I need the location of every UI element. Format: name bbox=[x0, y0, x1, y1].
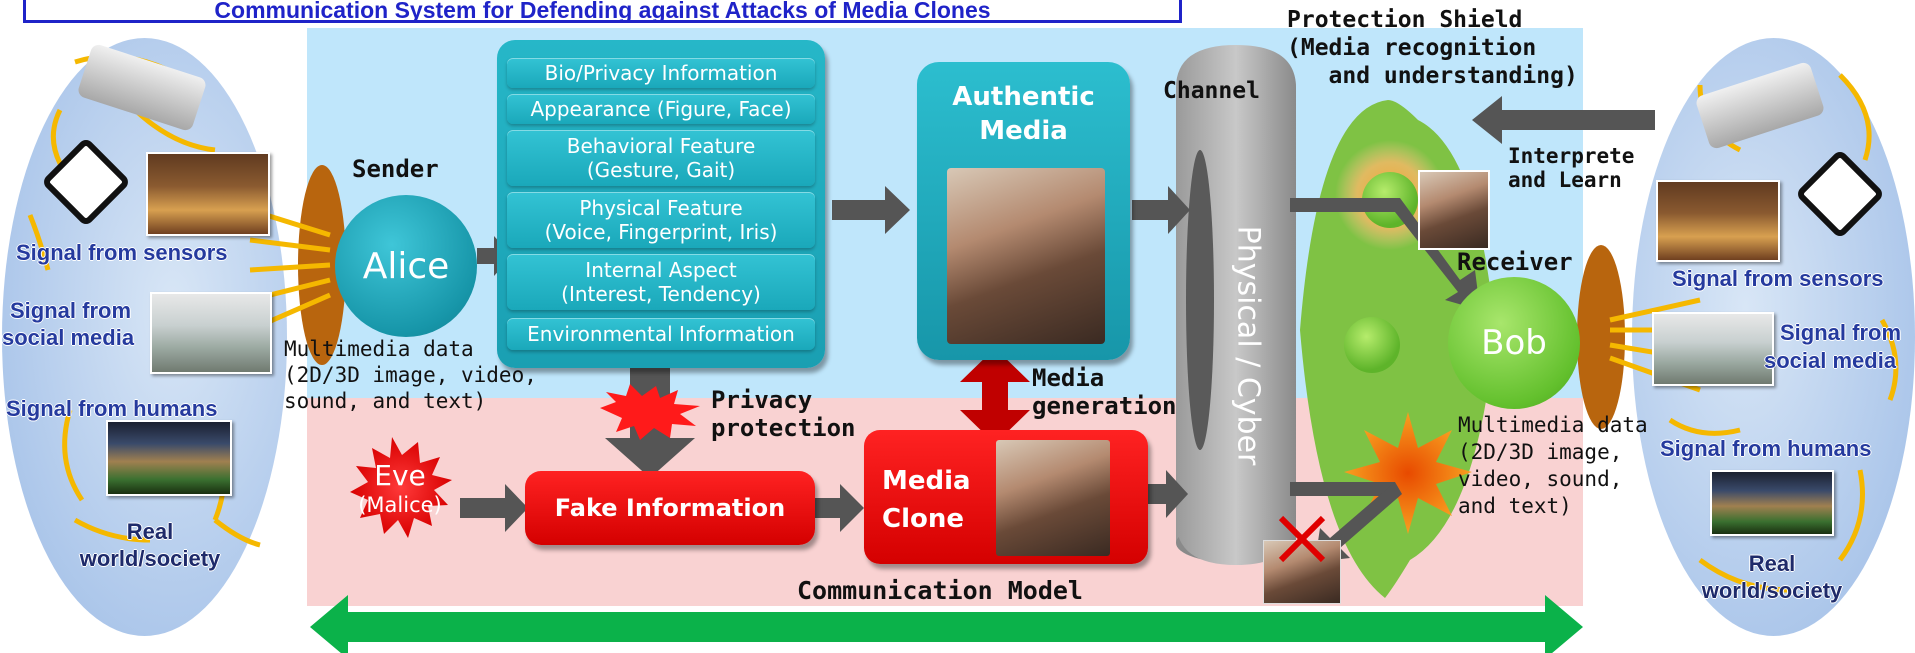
right-signal-humans-label: Signal from humans bbox=[1660, 436, 1872, 461]
privacy-burst bbox=[600, 384, 700, 440]
right-real-world-line2: world/society bbox=[1701, 578, 1843, 603]
interprete-label: Interprete and Learn bbox=[1508, 144, 1635, 192]
arrow-interprete bbox=[1472, 96, 1655, 144]
arrow-authentic-to-channel bbox=[1132, 186, 1190, 234]
info-bio-privacy: Bio/Privacy Information bbox=[507, 58, 815, 88]
right-stadium-photo bbox=[1710, 470, 1834, 536]
multimedia-left-line1: Multimedia data bbox=[284, 337, 474, 361]
info-appearance: Appearance (Figure, Face) bbox=[507, 94, 815, 124]
left-real-world-label: Real world/society bbox=[60, 518, 240, 572]
multimedia-right-line2: (2D/3D image, bbox=[1458, 440, 1623, 464]
eve-starburst bbox=[350, 437, 452, 538]
diagram-title-box: Communication System for Defending again… bbox=[23, 0, 1182, 23]
arrow-eve-to-fake bbox=[460, 484, 528, 532]
clone-face-photo bbox=[996, 440, 1110, 556]
media-clone-box: Media Clone bbox=[864, 430, 1148, 564]
protection-shield-title: Protection Shield (Media recognition and… bbox=[1287, 7, 1578, 89]
left-concert-photo bbox=[146, 152, 270, 236]
right-real-world-label: Real world/society bbox=[1682, 550, 1862, 604]
media-clone-label: Media Clone bbox=[882, 466, 971, 534]
right-signal-sensors-label: Signal from sensors bbox=[1672, 266, 1884, 291]
authentic-media-title: Authentic Media bbox=[952, 82, 1095, 146]
left-signal-social-label-2: social media bbox=[2, 325, 135, 350]
eve-sub: (Malice) bbox=[358, 493, 442, 517]
left-mall-photo bbox=[150, 292, 272, 374]
info-environmental: Environmental Information bbox=[507, 318, 815, 350]
arrow-media-generation bbox=[960, 348, 1030, 444]
multimedia-right-line3: video, sound, bbox=[1458, 467, 1623, 491]
media-generation-label: Media generation bbox=[1032, 364, 1177, 420]
info-behavioral: Behavioral Feature (Gesture, Gait) bbox=[507, 130, 815, 186]
info-internal: Internal Aspect (Interest, Tendency) bbox=[507, 254, 815, 310]
multimedia-right-line4: and text) bbox=[1458, 494, 1572, 518]
left-signal-humans-label: Signal from humans bbox=[6, 396, 218, 421]
arrow-clone-to-channel bbox=[1147, 470, 1188, 518]
info-physical: Physical Feature (Voice, Fingerprint, Ir… bbox=[507, 192, 815, 248]
arrow-privacy-down bbox=[605, 438, 695, 478]
shield-green-ball-mid bbox=[1344, 317, 1400, 373]
multimedia-right-text: Multimedia data (2D/3D image, video, sou… bbox=[1458, 412, 1648, 520]
personal-info-panel: Bio/Privacy Information Appearance (Figu… bbox=[497, 40, 825, 368]
bottom-span-arrow bbox=[310, 595, 1583, 653]
arrow-info-to-authentic bbox=[832, 186, 910, 234]
authentic-face-photo bbox=[947, 168, 1105, 344]
bob-node: Bob bbox=[1448, 277, 1580, 409]
channel-text-wrap: Physical / Cyber bbox=[1228, 195, 1268, 495]
right-real-world-line1: Real bbox=[1748, 551, 1796, 576]
diagram-title: Communication System for Defending again… bbox=[214, 0, 991, 23]
left-signal-social-label-1: Signal from bbox=[10, 298, 132, 323]
arrow-channel-to-shield-attack bbox=[1290, 482, 1395, 496]
left-real-world-line1: Real bbox=[126, 519, 174, 544]
alice-node: Alice bbox=[335, 195, 477, 337]
deflected-clone-thumb bbox=[1263, 540, 1341, 604]
channel-label: Channel bbox=[1163, 78, 1260, 104]
right-mall-photo bbox=[1652, 312, 1774, 386]
multimedia-left-line3: sound, and text) bbox=[284, 389, 487, 413]
left-stadium-photo bbox=[106, 420, 232, 496]
left-real-world-line2: world/society bbox=[79, 546, 221, 571]
channel-text: Physical / Cyber bbox=[1230, 225, 1266, 465]
arrow-alice-to-info bbox=[477, 236, 512, 276]
multimedia-right-line1: Multimedia data bbox=[1458, 413, 1648, 437]
communication-model-label: Communication Model bbox=[797, 576, 1083, 605]
eve-node: Eve (Malice) bbox=[330, 460, 470, 518]
eve-name: Eve bbox=[374, 459, 426, 492]
right-concert-photo bbox=[1656, 180, 1780, 262]
multimedia-left-text: Multimedia data (2D/3D image, video, sou… bbox=[284, 336, 537, 414]
rejected-x-icon bbox=[1278, 515, 1326, 563]
receiver-label: Receiver bbox=[1457, 248, 1573, 276]
privacy-protection-label: Privacy protection bbox=[711, 386, 856, 442]
sender-label: Sender bbox=[352, 155, 439, 183]
right-signal-social-label-1: Signal from bbox=[1780, 320, 1902, 345]
right-signal-social-label-2: social media bbox=[1764, 348, 1897, 373]
authentic-media-box: Authentic Media bbox=[917, 62, 1130, 360]
multimedia-left-line2: (2D/3D image, video, bbox=[284, 363, 537, 387]
fake-information-box: Fake Information bbox=[525, 471, 815, 545]
receiver-aperture bbox=[1577, 245, 1625, 429]
arrow-fake-to-clone bbox=[808, 484, 864, 532]
left-signal-sensors-label: Signal from sensors bbox=[16, 240, 228, 265]
arrow-channel-to-bob bbox=[1290, 198, 1480, 310]
shield-face-thumb bbox=[1418, 170, 1490, 250]
